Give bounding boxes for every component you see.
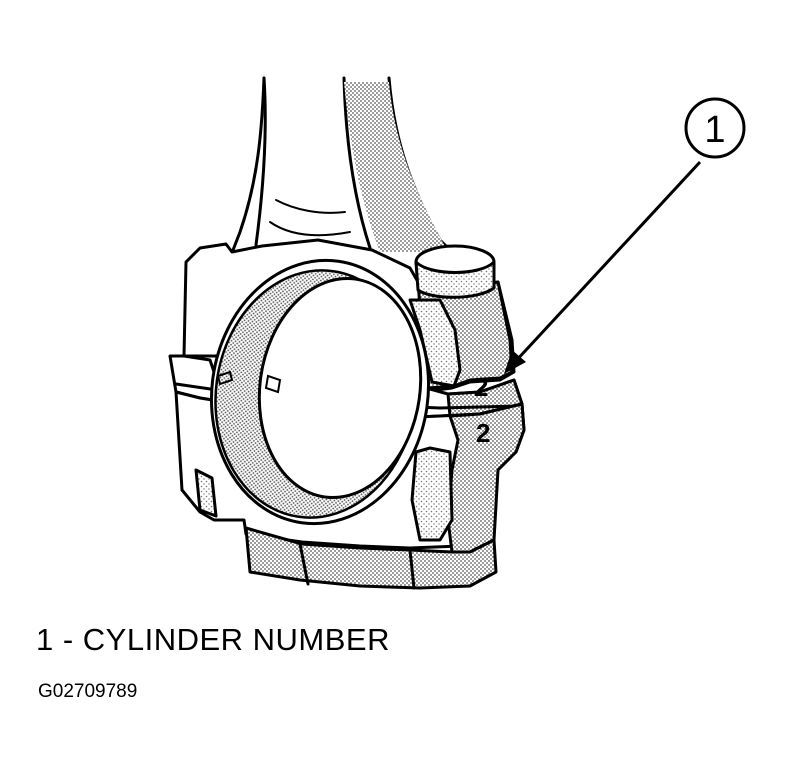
cylinder-number-marks: 2 2 — [474, 372, 490, 448]
callout-balloon — [684, 97, 746, 159]
legend-item: 1 - CYLINDER NUMBER — [36, 622, 390, 657]
rod-cylinder-number: 2 — [476, 418, 490, 448]
cap-cylinder-number: 2 — [474, 372, 488, 402]
figure-id: G02709789 — [38, 681, 138, 702]
big-end-bore — [209, 258, 431, 526]
legend: 1 - CYLINDER NUMBER — [36, 622, 390, 658]
callout-1: 1 — [504, 97, 746, 374]
rod-bolt-head — [414, 244, 496, 299]
rod-beam — [228, 76, 454, 260]
connecting-rod-illustration: 2 2 1 — [168, 76, 746, 590]
callout-number: 1 — [704, 109, 725, 151]
